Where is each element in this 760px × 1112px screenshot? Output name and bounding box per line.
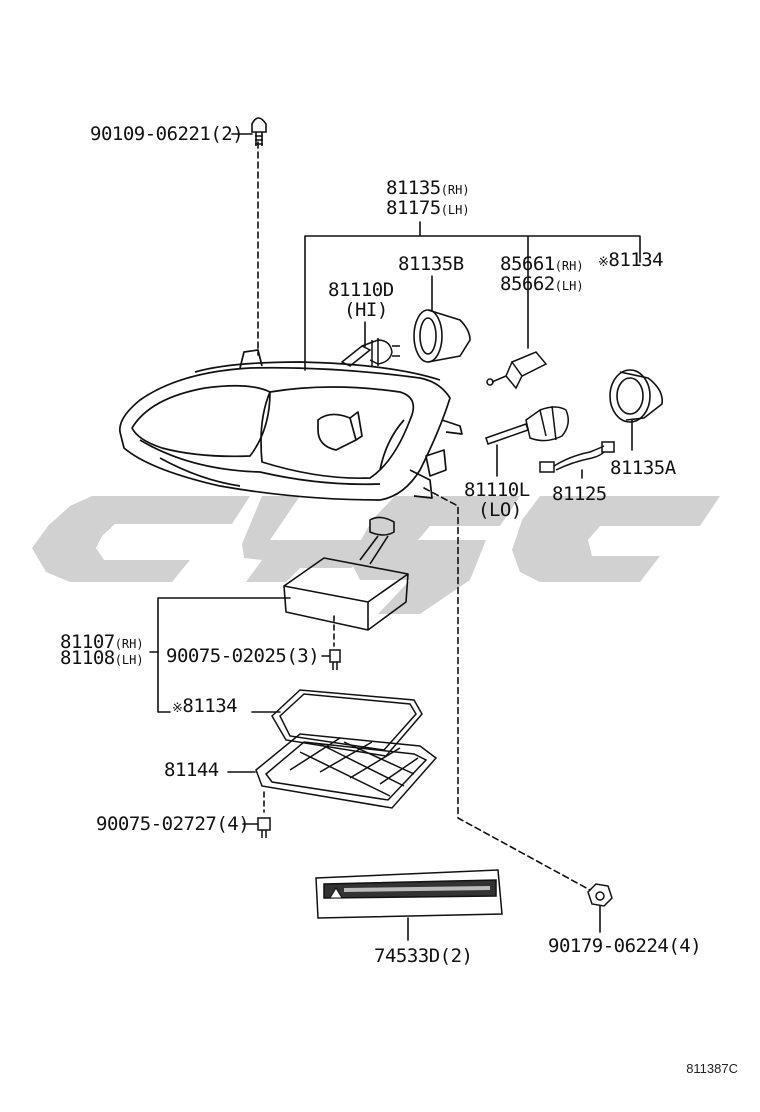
- screw-icon: [329, 649, 341, 670]
- label-bulb-lo: 81110L: [464, 479, 530, 501]
- computer-lh-number: 81108: [60, 647, 115, 669]
- discharge-lh-number: 85662: [500, 273, 555, 295]
- gasket: [271, 689, 423, 757]
- hi-beam-bulb: [340, 338, 400, 367]
- lamp-lh-number: 81175: [386, 197, 441, 219]
- label-caution: 74533D(2): [374, 945, 473, 967]
- lamp-lh-side: (LH): [440, 203, 470, 217]
- label-nut: 90179-06224(4): [548, 935, 702, 957]
- cover-b: [413, 309, 471, 363]
- ballast-computer: [283, 516, 409, 631]
- label-cover-b: 81135B: [398, 253, 464, 275]
- label-computer-rh: 81107(RH): [60, 632, 144, 654]
- label-bracket: 81144: [164, 759, 219, 781]
- discharge-rh-side: (RH): [554, 259, 584, 273]
- label-lamp-rh: 81135(RH): [386, 178, 470, 200]
- gasket-top-number: 81134: [608, 249, 664, 271]
- lo-beam-bulb: [485, 405, 569, 445]
- label-discharge-lh: 85662(LH): [500, 274, 584, 296]
- headlamp-assembly: [119, 349, 463, 501]
- label-cover-a: 81135A: [610, 457, 676, 479]
- watermark: [32, 496, 720, 614]
- cover-a: [609, 369, 664, 423]
- label-discharge-rh: 85661(RH): [500, 254, 584, 276]
- gasket-bottom-number: 81134: [182, 695, 238, 717]
- label-bulb-hi: 81110D: [328, 279, 394, 301]
- lamp-rh-side: (RH): [440, 183, 470, 197]
- discharge-bulb: [486, 351, 548, 390]
- label-lamp-lh: 81175(LH): [386, 198, 470, 220]
- label-gasket-top: ※81134: [598, 249, 664, 273]
- label-cord: 81125: [552, 483, 607, 505]
- computer-lh-side: (LH): [114, 653, 144, 667]
- computer-rh-side: (RH): [114, 637, 144, 651]
- label-bulb-lo-note: (LO): [478, 499, 522, 521]
- label-screw-bracket: 90075-02727(4): [96, 813, 250, 835]
- lamp-rh-number: 81135: [386, 177, 441, 199]
- cord: [539, 441, 615, 473]
- figure-number: 811387C: [686, 1061, 738, 1076]
- label-bulb-hi-note: (HI): [344, 299, 388, 321]
- bracket: [255, 733, 438, 809]
- discharge-rh-number: 85661: [500, 253, 555, 275]
- line-work: [149, 133, 641, 941]
- label-screw-top: 90109-06221(2): [90, 123, 244, 145]
- label-screw-computer: 90075-02025(3): [166, 645, 320, 667]
- screw-icon: [251, 117, 267, 146]
- label-computer-lh: 81108(LH): [60, 648, 144, 670]
- label-gasket-bottom: ※81134: [172, 695, 238, 719]
- computer-rh-number: 81107: [60, 631, 115, 653]
- caution-label: [315, 869, 503, 919]
- screw-icon: [257, 817, 271, 838]
- mark-symbol: ※: [598, 255, 609, 270]
- discharge-lh-side: (LH): [554, 279, 584, 293]
- nut-icon: [587, 883, 613, 907]
- mark-symbol: ※: [172, 701, 183, 716]
